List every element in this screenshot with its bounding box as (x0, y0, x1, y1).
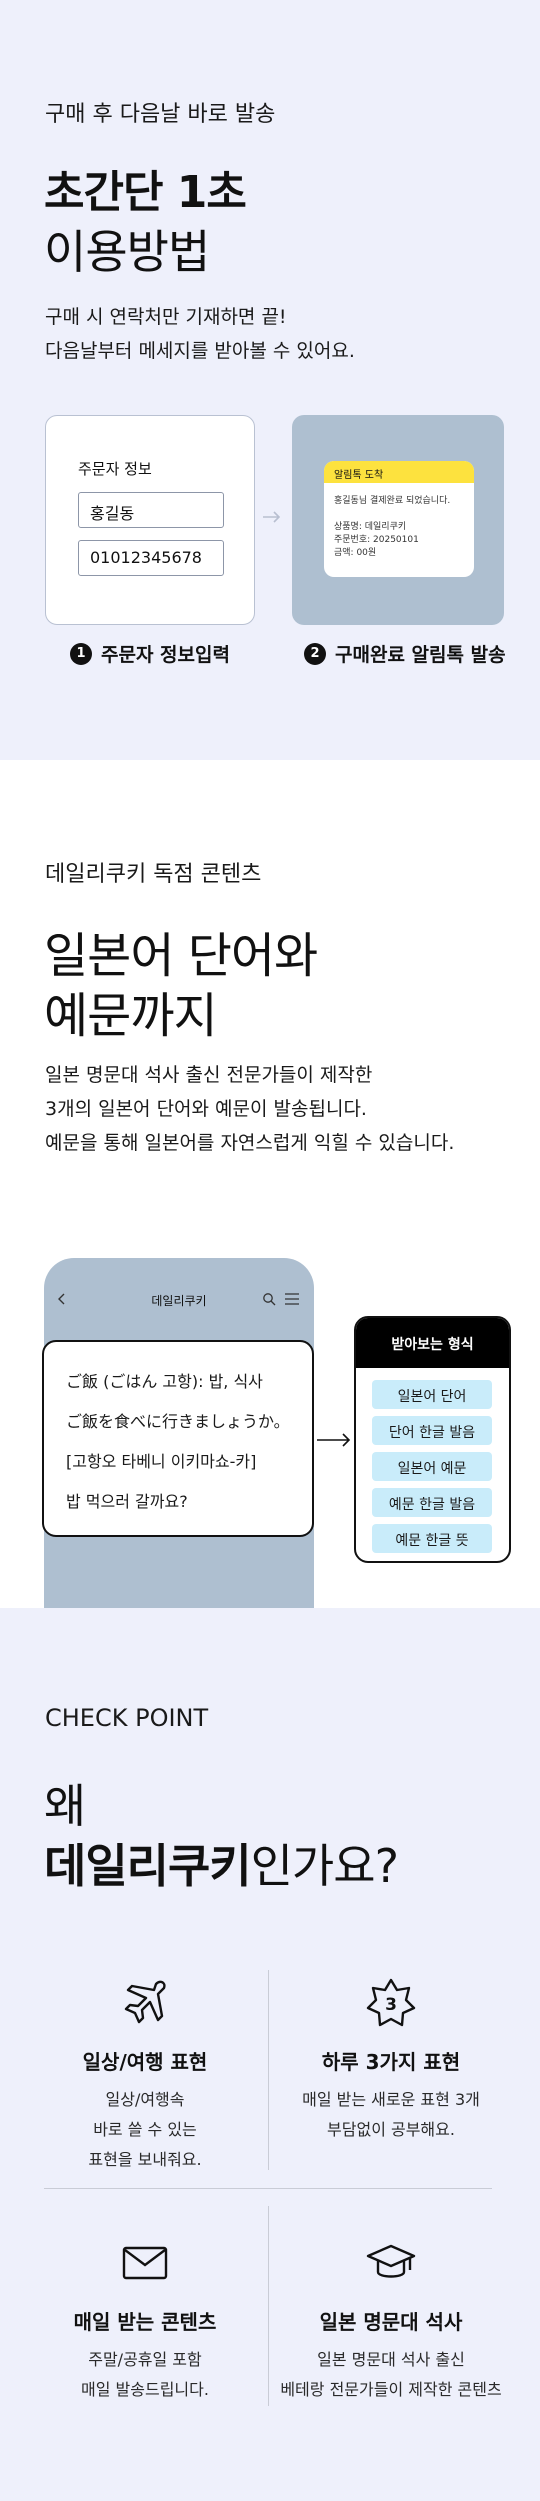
message-line: ご飯を食べに行きましょうか。 (66, 1412, 290, 1431)
point-desc-line: 매일 발송드립니다. (81, 2380, 209, 2399)
usage-desc-line: 다음날부터 메세지를 받아볼 수 있어요. (45, 340, 355, 362)
usage-desc: 구매 시 연락처만 기재하면 끝! 다음날부터 메세지를 받아볼 수 있어요. (45, 300, 355, 368)
point-desc-line: 베테랑 전문가들이 제작한 콘텐츠 (280, 2380, 502, 2399)
point-title: 일상/여행 표현 (82, 2050, 208, 2074)
point-desc-line: 매일 받는 새로운 표현 3개 (302, 2090, 480, 2109)
message-line: [고항오 타베니 이키마쇼-카] (66, 1452, 257, 1471)
arrow-right-icon (263, 511, 281, 523)
message-line: 밥 먹으러 갈까요? (66, 1492, 188, 1511)
back-chevron-icon[interactable] (56, 1292, 68, 1306)
format-item: 일본어 예문 (372, 1452, 492, 1481)
format-title: 받아보는 형식 (356, 1318, 509, 1368)
usage-title-bold: 초간단 1초 (44, 167, 247, 218)
notification-header: 알림톡 도착 (324, 461, 474, 483)
format-item: 단어 한글 발음 (372, 1416, 492, 1445)
usage-desc-line: 구매 시 연락처만 기재하면 끝! (45, 306, 287, 328)
search-icon[interactable] (262, 1292, 276, 1306)
checkpoint-title-line1: 왜 (44, 1779, 86, 1833)
content-section: 데일리쿠키 독점 콘텐츠 일본어 단어와 예문까지 일본 명문대 석사 출신 전… (0, 760, 540, 1608)
format-item: 일본어 단어 (372, 1380, 492, 1409)
point-title: 일본 명문대 석사 (319, 2310, 463, 2334)
usage-section: 구매 후 다음날 바로 발송 초간단 1초 이용방법 구매 시 연락처만 기재하… (0, 0, 540, 760)
content-title-line1: 일본어 단어와 (44, 928, 318, 984)
point-desc-line: 일본 명문대 석사 출신 (317, 2350, 465, 2369)
step-label: 주문자 정보입력 (101, 644, 230, 666)
step-2: 2 구매완료 알림톡 발송 (304, 640, 506, 667)
usage-eyebrow: 구매 후 다음날 바로 발송 (45, 102, 276, 127)
step-number-badge: 1 (70, 642, 92, 665)
content-desc-line: 예문을 통해 일본어를 자연스럽게 익힐 수 있습니다. (45, 1132, 455, 1154)
order-info-title: 주문자 정보 (78, 460, 152, 478)
format-panel: 받아보는 형식 일본어 단어 단어 한글 발음 일본어 예문 예문 한글 발음 … (354, 1316, 511, 1563)
order-info-card: 주문자 정보 홍길동 01012345678 (45, 415, 255, 625)
badge-number: 3 (385, 1995, 397, 2015)
checkpoint-title-brand: 데일리쿠키 (44, 1839, 252, 1893)
point-title: 매일 받는 콘텐츠 (73, 2310, 217, 2334)
point-desc: 매일 받는 새로운 표현 3개 부담없이 공부해요. (274, 2085, 508, 2145)
content-desc-line: 일본 명문대 석사 출신 전문가들이 제작한 (45, 1064, 373, 1086)
usage-title-light: 이용방법 (44, 225, 210, 279)
content-eyebrow: 데일리쿠키 독점 콘텐츠 (45, 862, 262, 887)
divider-vertical (268, 1970, 269, 2170)
point-masters-degree: 일본 명문대 석사 일본 명문대 석사 출신 베테랑 전문가들이 제작한 콘텐츠 (274, 2236, 508, 2405)
graduation-cap-icon (366, 2244, 416, 2278)
notification-card: 알림톡 도착 홍길동님 결제완료 되었습니다. 상품명: 데일리쿠키 주문번호:… (292, 415, 504, 625)
content-title-line2: 예문까지 (44, 988, 218, 1044)
point-desc-line: 표현을 보내줘요. (88, 2150, 202, 2169)
phone-chat-title: 데일리쿠키 (151, 1294, 207, 1308)
step-1: 1 주문자 정보입력 (70, 640, 230, 667)
point-desc-line: 주말/공휴일 포함 (88, 2350, 202, 2369)
point-title: 하루 3가지 표현 (321, 2050, 461, 2074)
message-card: ご飯 (ごはん 고항): 밥, 식사 ご飯を食べに行きましょうか。 [고항오 타… (42, 1340, 314, 1537)
notification-line: 금액: 00원 (334, 548, 377, 558)
point-three-expressions: 3 하루 3가지 표현 매일 받는 새로운 표현 3개 부담없이 공부해요. (274, 1976, 508, 2145)
checkpoint-section: CHECK POINT 왜 데일리쿠키인가요? 일상/여행 표현 일상/여행속 … (0, 1608, 540, 2501)
notification-line: 상품명: 데일리쿠키 (334, 522, 407, 532)
airplane-icon (124, 1980, 166, 2024)
point-desc-line: 부담없이 공부해요. (327, 2120, 455, 2139)
envelope-icon (122, 2246, 168, 2280)
phone-field[interactable]: 01012345678 (78, 540, 224, 576)
divider-horizontal (44, 2188, 492, 2189)
message-line: ご飯 (ごはん 고항): 밥, 식사 (66, 1372, 263, 1391)
point-daily-content: 매일 받는 콘텐츠 주말/공휴일 포함 매일 발송드립니다. (28, 2236, 262, 2405)
point-desc-line: 바로 쓸 수 있는 (93, 2120, 197, 2139)
point-desc: 일본 명문대 석사 출신 베테랑 전문가들이 제작한 콘텐츠 (274, 2345, 508, 2405)
kakao-message-bubble: 알림톡 도착 홍길동님 결제완료 되었습니다. 상품명: 데일리쿠키 주문번호:… (324, 461, 474, 577)
name-field[interactable]: 홍길동 (78, 492, 224, 528)
format-item: 예문 한글 뜻 (372, 1524, 492, 1553)
checkpoint-title-line2: 데일리쿠키인가요? (44, 1830, 399, 1896)
point-daily-travel: 일상/여행 표현 일상/여행속 바로 쓸 수 있는 표현을 보내줘요. (28, 1976, 262, 2175)
content-desc: 일본 명문대 석사 출신 전문가들이 제작한 3개의 일본어 단어와 예문이 발… (45, 1058, 454, 1160)
divider-vertical (268, 2206, 269, 2406)
badge-three-icon: 3 (366, 1978, 416, 2027)
point-desc: 일상/여행속 바로 쓸 수 있는 표현을 보내줘요. (28, 2085, 262, 2175)
arrow-right-icon (317, 1433, 351, 1447)
notification-line: 홍길동님 결제완료 되었습니다. (334, 496, 451, 506)
checkpoint-eyebrow: CHECK POINT (45, 1704, 209, 1732)
step-label: 구매완료 알림톡 발송 (335, 644, 506, 666)
notification-line: 주문번호: 20250101 (334, 535, 419, 545)
point-desc: 주말/공휴일 포함 매일 발송드립니다. (28, 2345, 262, 2405)
content-desc-line: 3개의 일본어 단어와 예문이 발송됩니다. (45, 1098, 367, 1120)
checkpoint-title-rest: 인가요? (250, 1839, 399, 1893)
point-desc-line: 일상/여행속 (105, 2090, 185, 2109)
format-item: 예문 한글 발음 (372, 1488, 492, 1517)
step-number-badge: 2 (304, 642, 326, 665)
menu-icon[interactable] (284, 1292, 300, 1306)
